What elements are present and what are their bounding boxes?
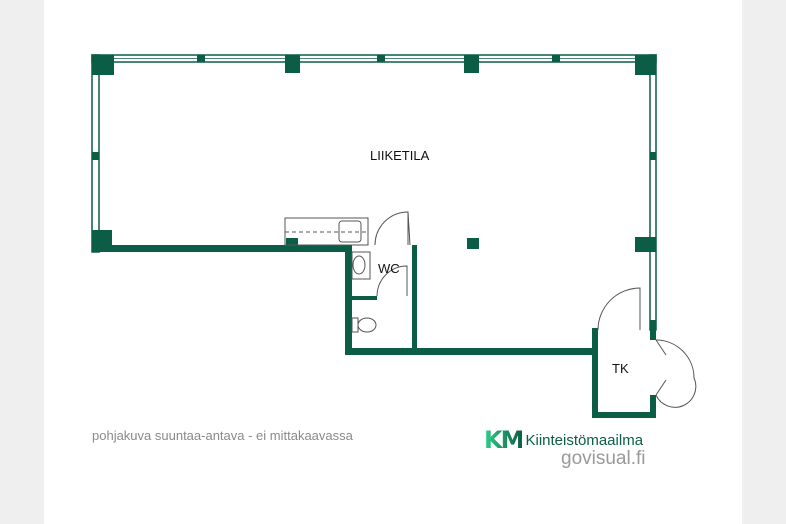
walls bbox=[91, 54, 657, 418]
page-sheet bbox=[44, 0, 742, 524]
toilet-icon bbox=[357, 317, 377, 333]
room-label-liiketila: LIIKETILA bbox=[370, 148, 430, 163]
logo-name: Kiinteistömaailma bbox=[525, 431, 644, 449]
tk-exterior-door-icon bbox=[655, 339, 697, 408]
disclaimer-note: pohjakuva suuntaa-antava - ei mittakaava… bbox=[92, 428, 353, 443]
washbasin-icon bbox=[351, 251, 371, 280]
wc-door-icon bbox=[376, 265, 408, 297]
room-label-tk: TK bbox=[612, 361, 629, 376]
tk-door-icon bbox=[597, 287, 641, 331]
sink-icon bbox=[338, 220, 362, 243]
main-door-icon bbox=[374, 211, 409, 246]
room-label-wc: WC bbox=[378, 261, 400, 276]
logo-mark: KM bbox=[484, 426, 525, 454]
toilet-tank-icon bbox=[351, 317, 359, 333]
brand-logo: KM Kiinteistömaailma bbox=[484, 426, 643, 454]
fixtures bbox=[284, 211, 697, 408]
website-text: govisual.fi bbox=[561, 448, 646, 469]
